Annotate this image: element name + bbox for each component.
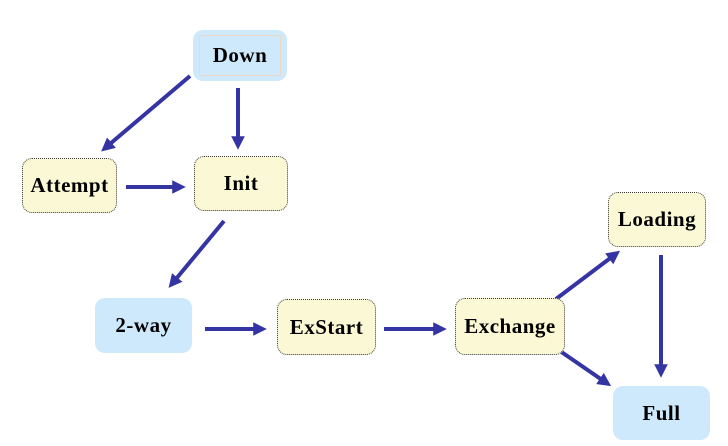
- state-label-exchange: Exchange: [464, 314, 556, 338]
- state-node-exchange: Exchange: [455, 298, 565, 355]
- state-node-2way: 2-way: [95, 298, 192, 353]
- state-label-2way: 2-way: [115, 313, 172, 337]
- edge-exchange-to-loading: [554, 250, 621, 301]
- state-label-init: Init: [223, 171, 259, 195]
- state-label-loading: Loading: [617, 207, 697, 231]
- state-node-exstart: ExStart: [277, 299, 376, 355]
- edge-down-to-attempt: [101, 74, 192, 152]
- state-node-down: Down: [193, 30, 287, 81]
- state-label-attempt: Attempt: [30, 173, 109, 197]
- state-label-down: Down: [212, 43, 268, 67]
- state-node-attempt: Attempt: [22, 158, 117, 213]
- state-label-exstart: ExStart: [289, 314, 364, 339]
- state-node-init: Init: [194, 156, 288, 211]
- edge-init-to-2way: [168, 219, 226, 288]
- state-node-loading: Loading: [608, 192, 706, 247]
- state-label-full: Full: [642, 400, 681, 425]
- edge-exchange-to-full: [558, 349, 612, 387]
- state-node-full: Full: [613, 386, 710, 440]
